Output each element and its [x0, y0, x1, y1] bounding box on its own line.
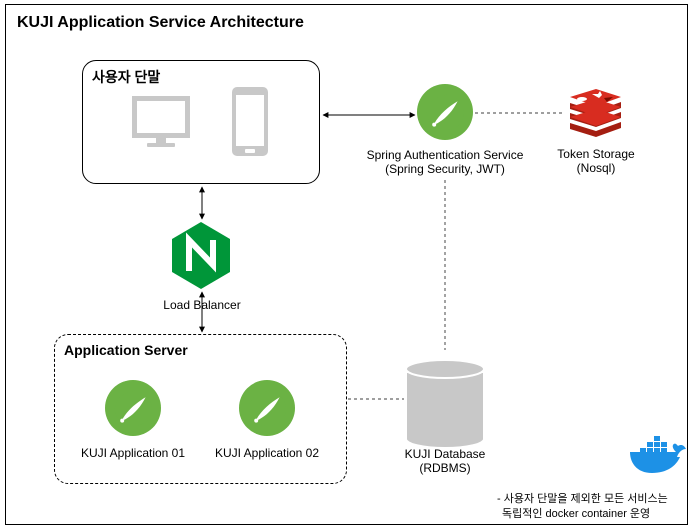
database-label-line1: KUJI Database [404, 447, 486, 461]
note-line1: - 사용자 단말을 제외한 모든 서비스는 [497, 493, 668, 505]
load-balancer-label: Load Balancer [163, 298, 241, 312]
note-line2: 독립적인 docker container 운영 [502, 508, 651, 520]
smartphone-icon [232, 87, 268, 156]
monitor-icon [132, 96, 190, 147]
docker-icon [630, 436, 686, 473]
app01-label: KUJI Application 01 [80, 446, 186, 460]
client-devices-box [82, 60, 320, 184]
app02-label: KUJI Application 02 [214, 446, 320, 460]
spring-icon-auth [417, 84, 473, 140]
token-storage-label-line2: (Nosql) [576, 161, 616, 175]
app-server-label: Application Server [64, 342, 188, 358]
nginx-icon [172, 222, 230, 289]
database-icon [405, 359, 485, 449]
auth-service-label-line1: Spring Authentication Service [366, 148, 524, 162]
spring-icon-app01 [105, 380, 161, 436]
application-server-box [54, 334, 347, 484]
token-storage-label-line1: Token Storage [557, 147, 635, 161]
database-label-line2: (RDBMS) [419, 461, 471, 475]
client-box-label: 사용자 단말 [92, 69, 161, 85]
spring-icon-app02 [239, 380, 295, 436]
redis-icon [570, 89, 621, 137]
diagram-frame [5, 4, 688, 525]
auth-service-label-line2: (Spring Security, JWT) [385, 162, 505, 176]
diagram-title: KUJI Application Service Architecture [17, 14, 304, 31]
